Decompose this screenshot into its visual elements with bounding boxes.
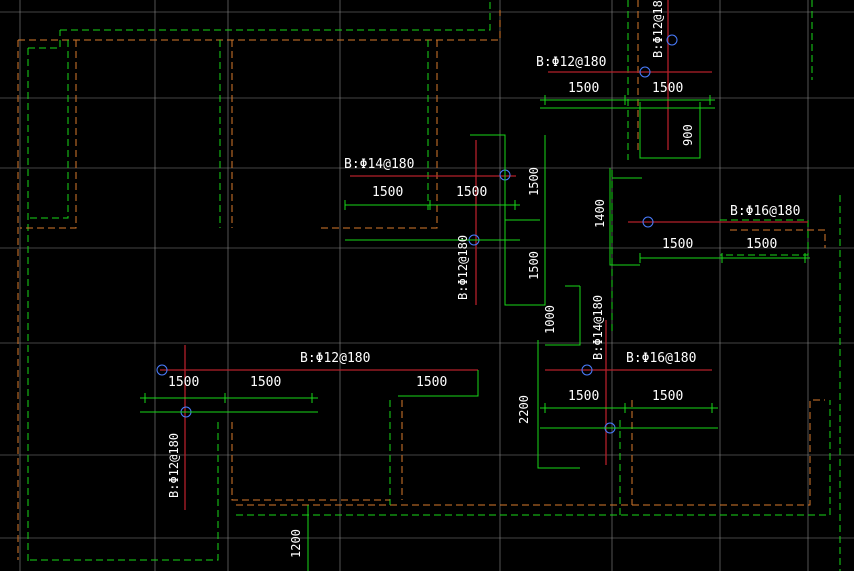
- dimension-text: 1500: [746, 237, 777, 252]
- rebar-label: B:Φ16@180: [730, 204, 800, 219]
- dimension-text: 1500: [527, 251, 541, 280]
- rebar-lines: [160, 0, 808, 510]
- rebar-label: B:Φ14@180: [344, 157, 414, 172]
- dimension-text: 1500: [568, 389, 599, 404]
- dimension-text: 2200: [517, 395, 531, 424]
- dimension-text: 1500: [250, 375, 281, 390]
- dimension-text: 1500: [568, 81, 599, 96]
- dimension-text: 1000: [543, 305, 557, 334]
- rebar-labels: B:Φ12@180 B:Φ12@180 B:Φ14@180 B:Φ16@180 …: [167, 0, 800, 498]
- rebar-label: B:Φ16@180: [626, 351, 696, 366]
- rebar-label: B:Φ12@180: [651, 0, 665, 58]
- dimension-text: 1500: [372, 185, 403, 200]
- dimension-text: 1500: [168, 375, 199, 390]
- rebar-label: B:Φ14@180: [591, 295, 605, 360]
- dimension-text: 1400: [593, 199, 607, 228]
- walls: [17, 0, 841, 571]
- dimension-text: 1500: [662, 237, 693, 252]
- dimension-text: 900: [681, 124, 695, 146]
- dimension-text: 1500: [527, 167, 541, 196]
- rebar-label: B:Φ12@180: [456, 235, 470, 300]
- rebar-label: B:Φ12@180: [167, 433, 181, 498]
- dimension-text: 1500: [456, 185, 487, 200]
- rebar-label: B:Φ12@180: [536, 55, 606, 70]
- dimension-text: 1500: [652, 81, 683, 96]
- dimension-text: 1500: [416, 375, 447, 390]
- dimension-text: 1200: [289, 529, 303, 558]
- rebar-label: B:Φ12@180: [300, 351, 370, 366]
- dimension-text: 1500: [652, 389, 683, 404]
- dimension-texts: 1500 1500 900 1500 1500 1500 1500 1400 1…: [168, 81, 777, 558]
- dimension-lines: [140, 95, 810, 571]
